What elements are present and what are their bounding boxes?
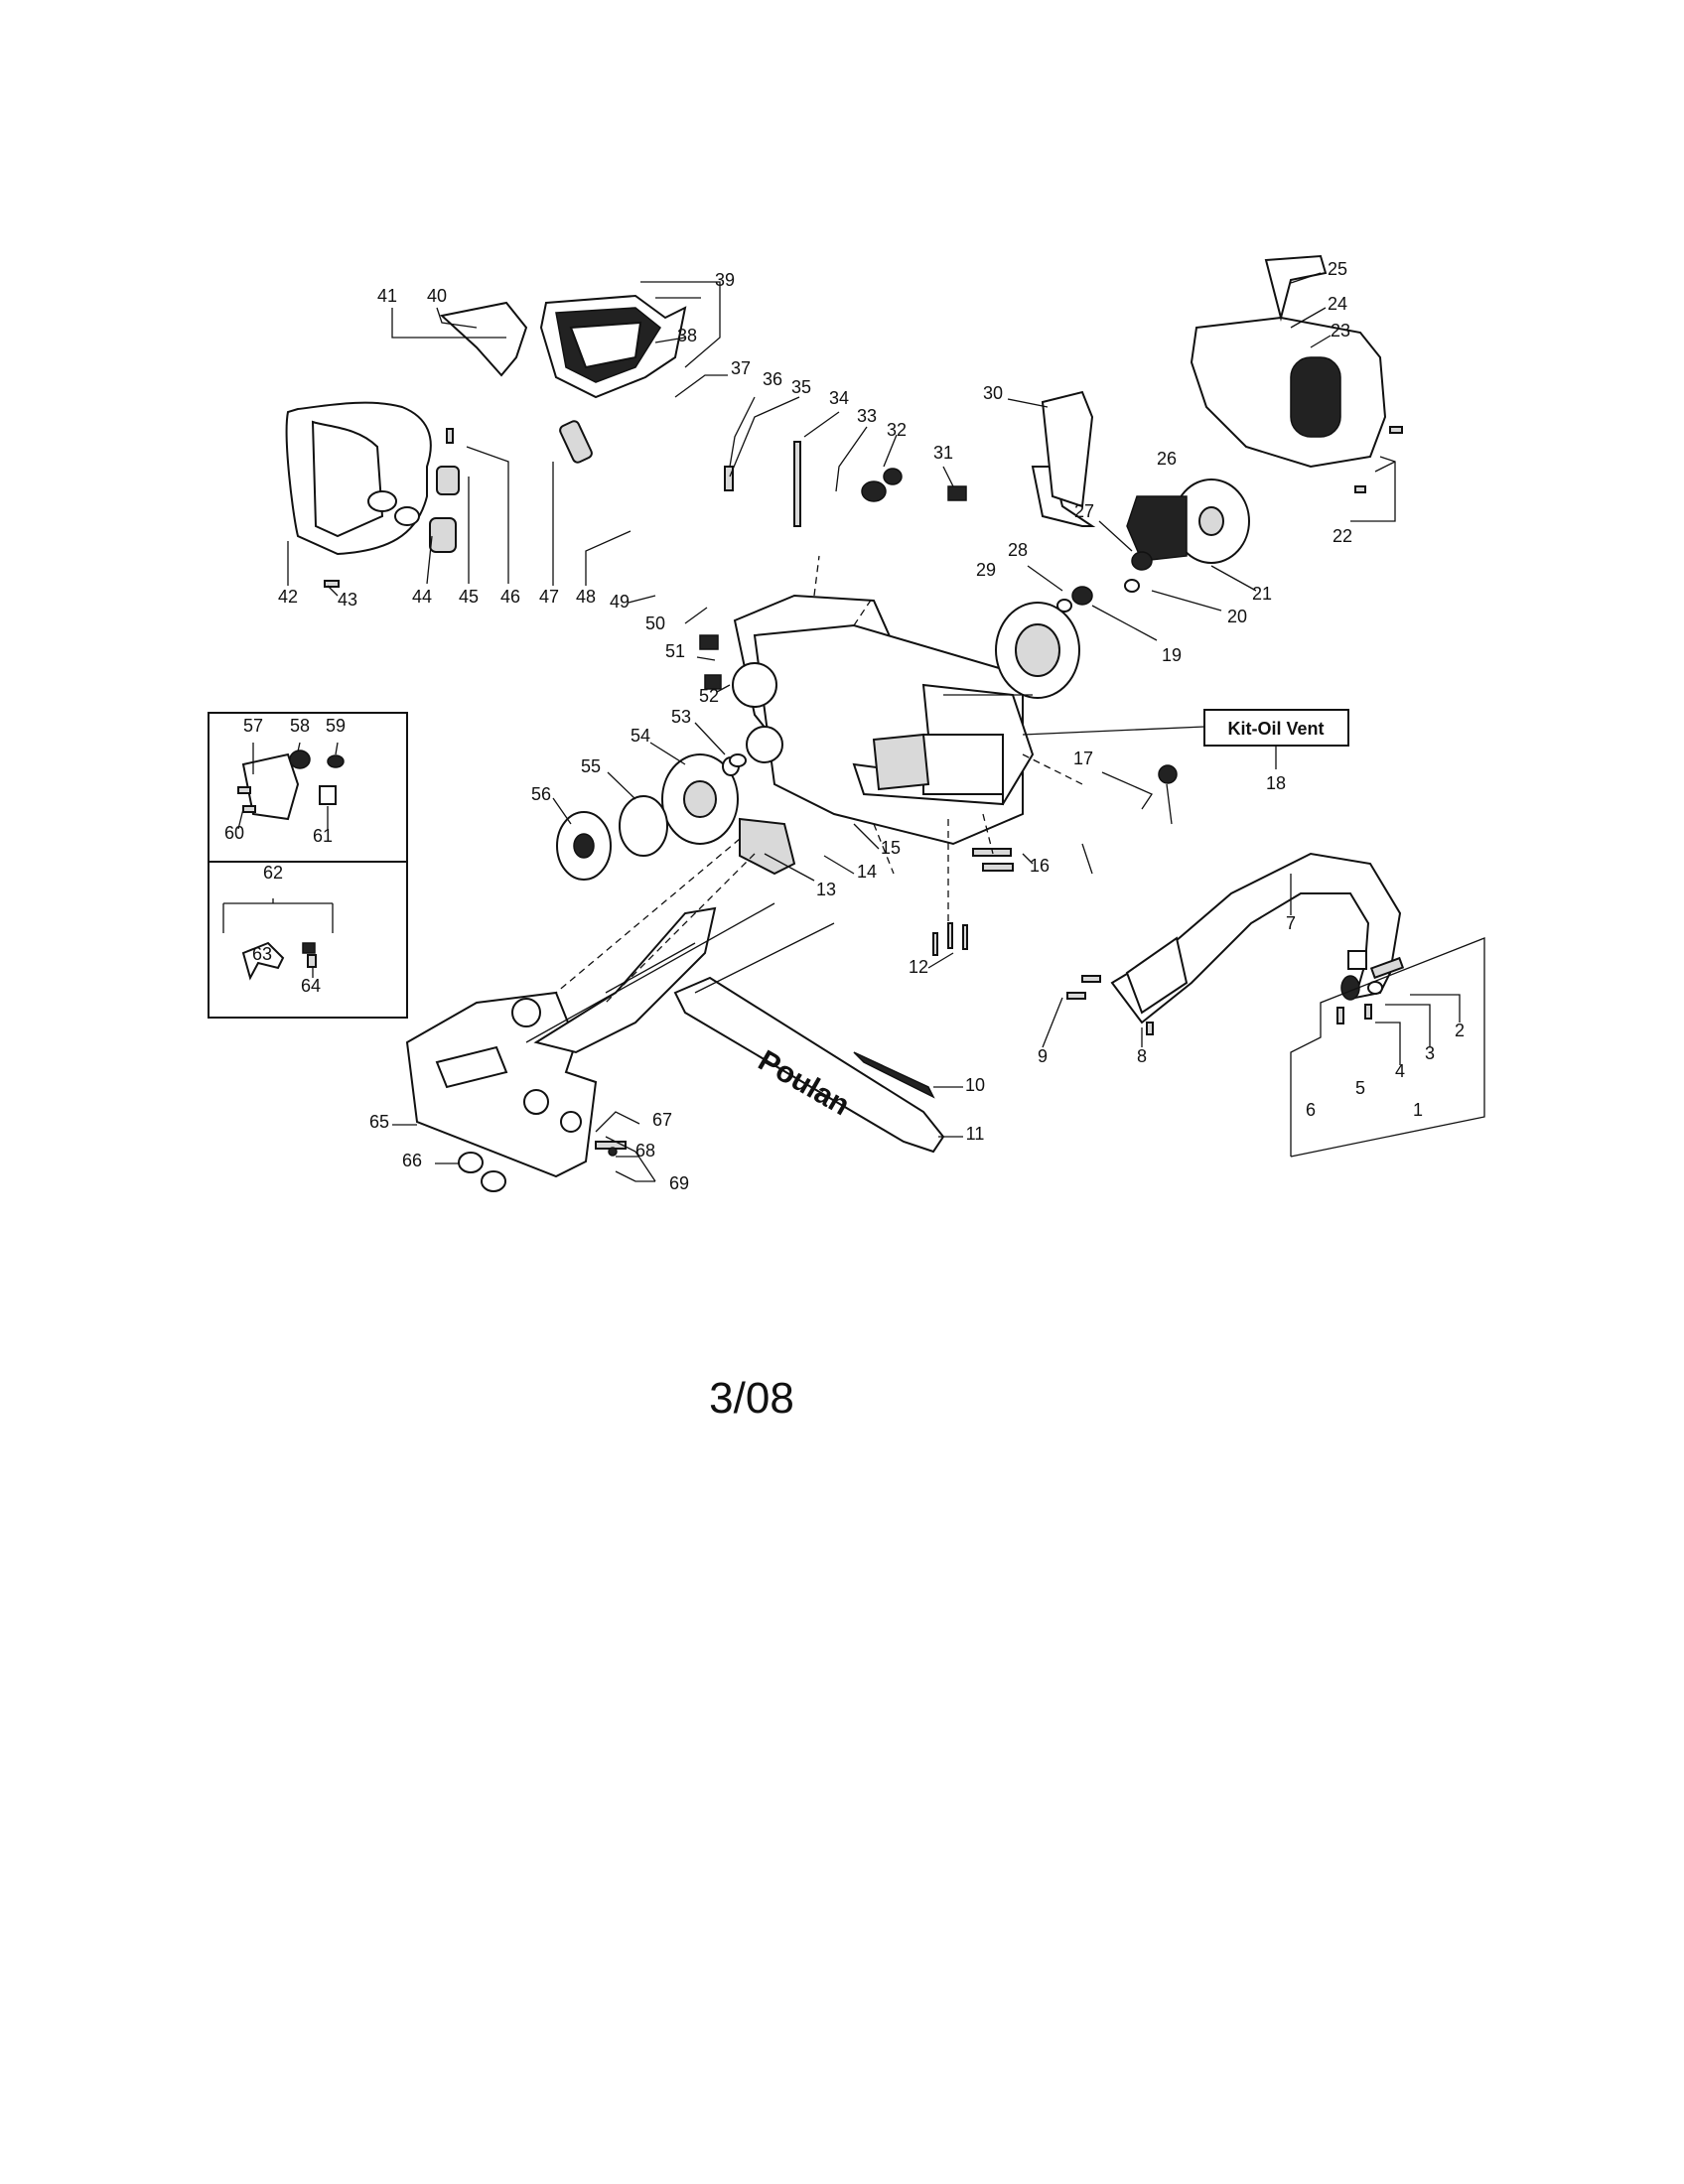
part-number-69: 69 (669, 1173, 689, 1193)
part-number-67: 67 (652, 1110, 672, 1130)
part-number-15: 15 (881, 838, 901, 858)
part-number-28: 28 (1008, 540, 1028, 560)
part-number-49: 49 (610, 592, 630, 612)
part-number-26: 26 (1157, 449, 1177, 469)
part-number-17: 17 (1073, 749, 1093, 768)
part-number-63: 63 (252, 944, 272, 964)
starter-pulley-drawing (1126, 478, 1250, 564)
kit-oil-vent-label: Kit-Oil Vent (1227, 719, 1324, 739)
clutch-drum-drawing (556, 753, 796, 881)
part-number-14: 14 (857, 862, 877, 882)
part-number-59: 59 (326, 716, 346, 736)
part-number-3: 3 (1425, 1043, 1435, 1063)
part-number-58: 58 (290, 716, 310, 736)
page-date: 3/08 (709, 1374, 794, 1423)
part-number-5: 5 (1355, 1078, 1365, 1098)
part-number-52: 52 (699, 686, 719, 706)
flywheel-drawing (995, 602, 1080, 699)
part-number-27: 27 (1074, 501, 1094, 521)
part-number-12: 12 (909, 957, 928, 977)
part-number-38: 38 (677, 326, 697, 345)
part-number-10: 10 (965, 1075, 985, 1095)
part-number-56: 56 (531, 784, 551, 804)
part-number-29: 29 (976, 560, 996, 580)
spring-drawings (429, 420, 593, 553)
starter-housing-drawing (1190, 254, 1387, 469)
sprocket-cover-drawing (405, 906, 717, 1178)
part-number-13: 13 (816, 880, 836, 899)
part-number-32: 32 (887, 420, 907, 440)
deflector-drawing (947, 390, 1096, 527)
part-number-60: 60 (224, 823, 244, 843)
part-number-19: 19 (1162, 645, 1182, 665)
part-number-25: 25 (1328, 259, 1347, 279)
part-number-24: 24 (1328, 294, 1347, 314)
part-number-61: 61 (313, 826, 333, 846)
part-number-40: 40 (427, 286, 447, 306)
part-number-41: 41 (377, 286, 397, 306)
part-number-42: 42 (278, 587, 298, 607)
part-number-39: 39 (715, 270, 735, 290)
rear-handle-drawing (285, 401, 432, 556)
part-number-57: 57 (243, 716, 263, 736)
part-number-21: 21 (1252, 584, 1272, 604)
assembly-dashed-lines (525, 555, 1173, 1043)
part-number-43: 43 (338, 590, 357, 610)
part-number-64: 64 (301, 976, 321, 996)
engine-housing-drawing (732, 594, 1035, 846)
part-number-34: 34 (829, 388, 849, 408)
part-number-46: 46 (500, 587, 520, 607)
part-number-8: 8 (1137, 1046, 1147, 1066)
part-number-20: 20 (1227, 607, 1247, 626)
part-number-37: 37 (731, 358, 751, 378)
part-number-4: 4 (1395, 1061, 1405, 1081)
part-number-45: 45 (459, 587, 479, 607)
part-number-18: 18 (1266, 773, 1286, 793)
part-number-55: 55 (581, 756, 601, 776)
part-number-68: 68 (635, 1141, 655, 1160)
part-number-labels: 1234567891011121314151617181920212223242… (224, 259, 1465, 1193)
part-number-1: 1 (1413, 1100, 1423, 1120)
part-number-6: 6 (1306, 1100, 1316, 1120)
part-number-7: 7 (1286, 913, 1296, 933)
part-number-35: 35 (791, 377, 811, 397)
part-number-2: 2 (1455, 1021, 1465, 1040)
oil-pump-inset-drawing (208, 712, 408, 1019)
part-number-16: 16 (1030, 856, 1050, 876)
hardware-drawings (324, 426, 1405, 1192)
part-number-30: 30 (983, 383, 1003, 403)
kit-oil-vent-callout: Kit-Oil Vent (1203, 709, 1349, 747)
part-number-51: 51 (665, 641, 685, 661)
part-number-31: 31 (933, 443, 953, 463)
part-number-53: 53 (671, 707, 691, 727)
part-number-66: 66 (402, 1151, 422, 1170)
leader-lines (222, 272, 1485, 1182)
part-number-22: 22 (1333, 526, 1352, 546)
top-cover-drawing (439, 294, 687, 399)
part-number-36: 36 (763, 369, 782, 389)
part-number-11: 11 (966, 1124, 985, 1144)
part-number-23: 23 (1331, 321, 1350, 341)
part-number-9: 9 (1038, 1046, 1048, 1066)
part-number-44: 44 (412, 587, 432, 607)
part-number-33: 33 (857, 406, 877, 426)
part-number-50: 50 (645, 614, 665, 633)
part-number-54: 54 (631, 726, 650, 746)
part-number-48: 48 (576, 587, 596, 607)
part-number-47: 47 (539, 587, 559, 607)
part-number-65: 65 (369, 1112, 389, 1132)
guide-bar-drawing: Poulan (673, 976, 945, 1154)
part-number-62: 62 (263, 863, 283, 883)
